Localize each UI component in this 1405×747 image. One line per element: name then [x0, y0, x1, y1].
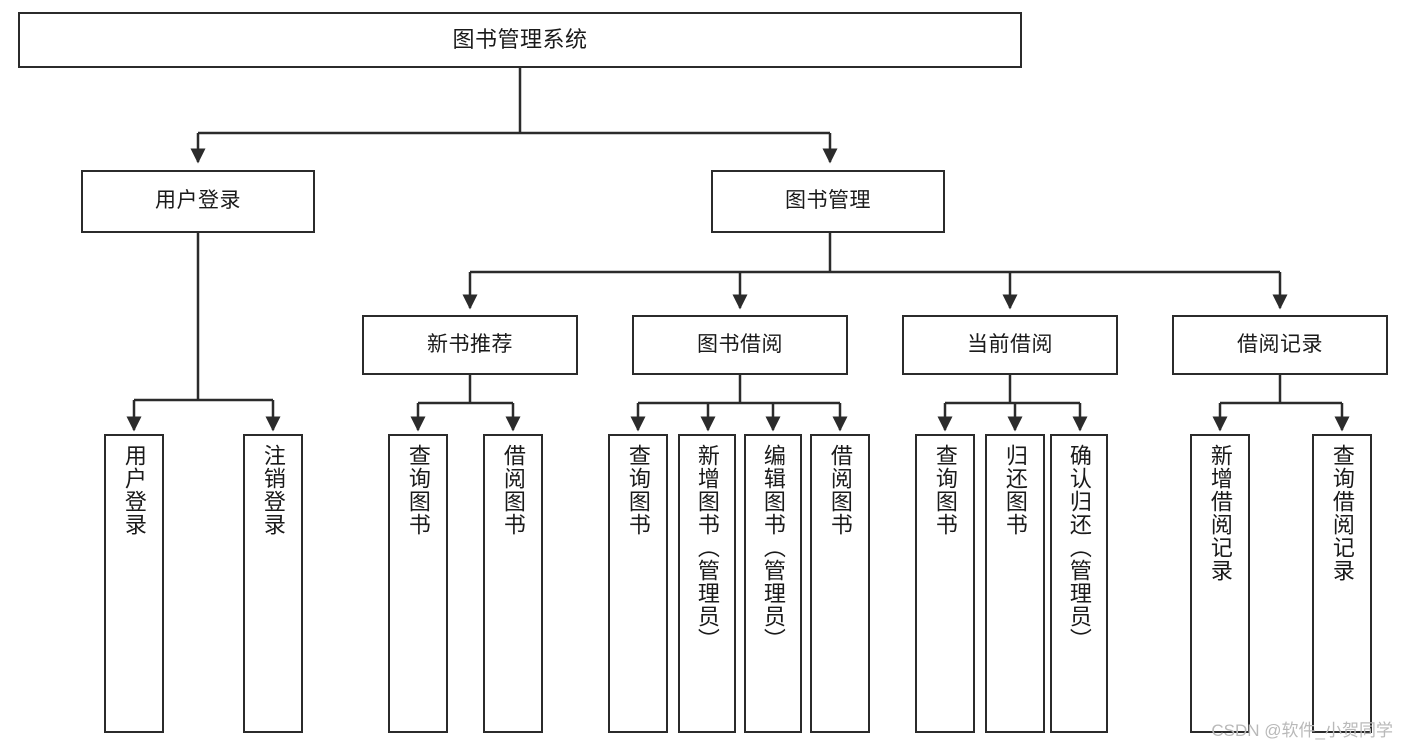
node-borrow-record[interactable]: 借阅记录	[1172, 315, 1388, 375]
leaf-current-borrow-query[interactable]: 查询图书	[915, 434, 975, 733]
node-label: 归还图书	[1002, 444, 1028, 536]
leaf-book-borrow-edit[interactable]: 编辑图书（管理员）	[744, 434, 802, 733]
node-label: 查询借阅记录	[1329, 444, 1355, 582]
node-label: 用户登录	[121, 444, 147, 536]
leaf-book-borrow-add[interactable]: 新增图书（管理员）	[678, 434, 736, 733]
node-label: 图书管理	[785, 189, 871, 213]
node-label: 用户登录	[155, 189, 241, 213]
leaf-current-borrow-confirm[interactable]: 确认归还（管理员）	[1050, 434, 1108, 733]
node-label: 查询图书	[405, 444, 431, 536]
leaf-borrow-record-query[interactable]: 查询借阅记录	[1312, 434, 1372, 733]
leaf-user-login-signout[interactable]: 注销登录	[243, 434, 303, 733]
node-label: 注销登录	[260, 444, 286, 536]
node-label: 图书借阅	[697, 332, 783, 356]
node-label: 借阅图书	[827, 444, 853, 536]
node-label: 借阅图书	[500, 444, 526, 536]
node-label: 查询图书	[932, 444, 958, 536]
csdn-watermark: CSDN @软件_小贺同学	[1211, 721, 1393, 740]
node-label: 新增图书（管理员）	[694, 444, 720, 651]
node-new-book-recommend[interactable]: 新书推荐	[362, 315, 578, 375]
node-label: 新书推荐	[427, 332, 513, 356]
leaf-book-borrow-lend[interactable]: 借阅图书	[810, 434, 870, 733]
node-label: 确认归还（管理员）	[1066, 444, 1092, 651]
leaf-book-borrow-query[interactable]: 查询图书	[608, 434, 668, 733]
node-label: 查询图书	[625, 444, 651, 536]
leaf-borrow-record-add[interactable]: 新增借阅记录	[1190, 434, 1250, 733]
node-root-system[interactable]: 图书管理系统	[18, 12, 1022, 68]
node-label: 当前借阅	[967, 332, 1053, 356]
node-book-management[interactable]: 图书管理	[711, 170, 945, 233]
leaf-new-book-query[interactable]: 查询图书	[388, 434, 448, 733]
leaf-new-book-borrow[interactable]: 借阅图书	[483, 434, 543, 733]
node-label: 借阅记录	[1237, 332, 1323, 356]
node-label: 新增借阅记录	[1207, 444, 1233, 582]
node-user-login[interactable]: 用户登录	[81, 170, 315, 233]
leaf-user-login-signin[interactable]: 用户登录	[104, 434, 164, 733]
node-label: 编辑图书（管理员）	[760, 444, 786, 651]
node-book-borrow[interactable]: 图书借阅	[632, 315, 848, 375]
node-label: 图书管理系统	[452, 27, 588, 53]
node-current-borrow[interactable]: 当前借阅	[902, 315, 1118, 375]
leaf-current-borrow-return[interactable]: 归还图书	[985, 434, 1045, 733]
